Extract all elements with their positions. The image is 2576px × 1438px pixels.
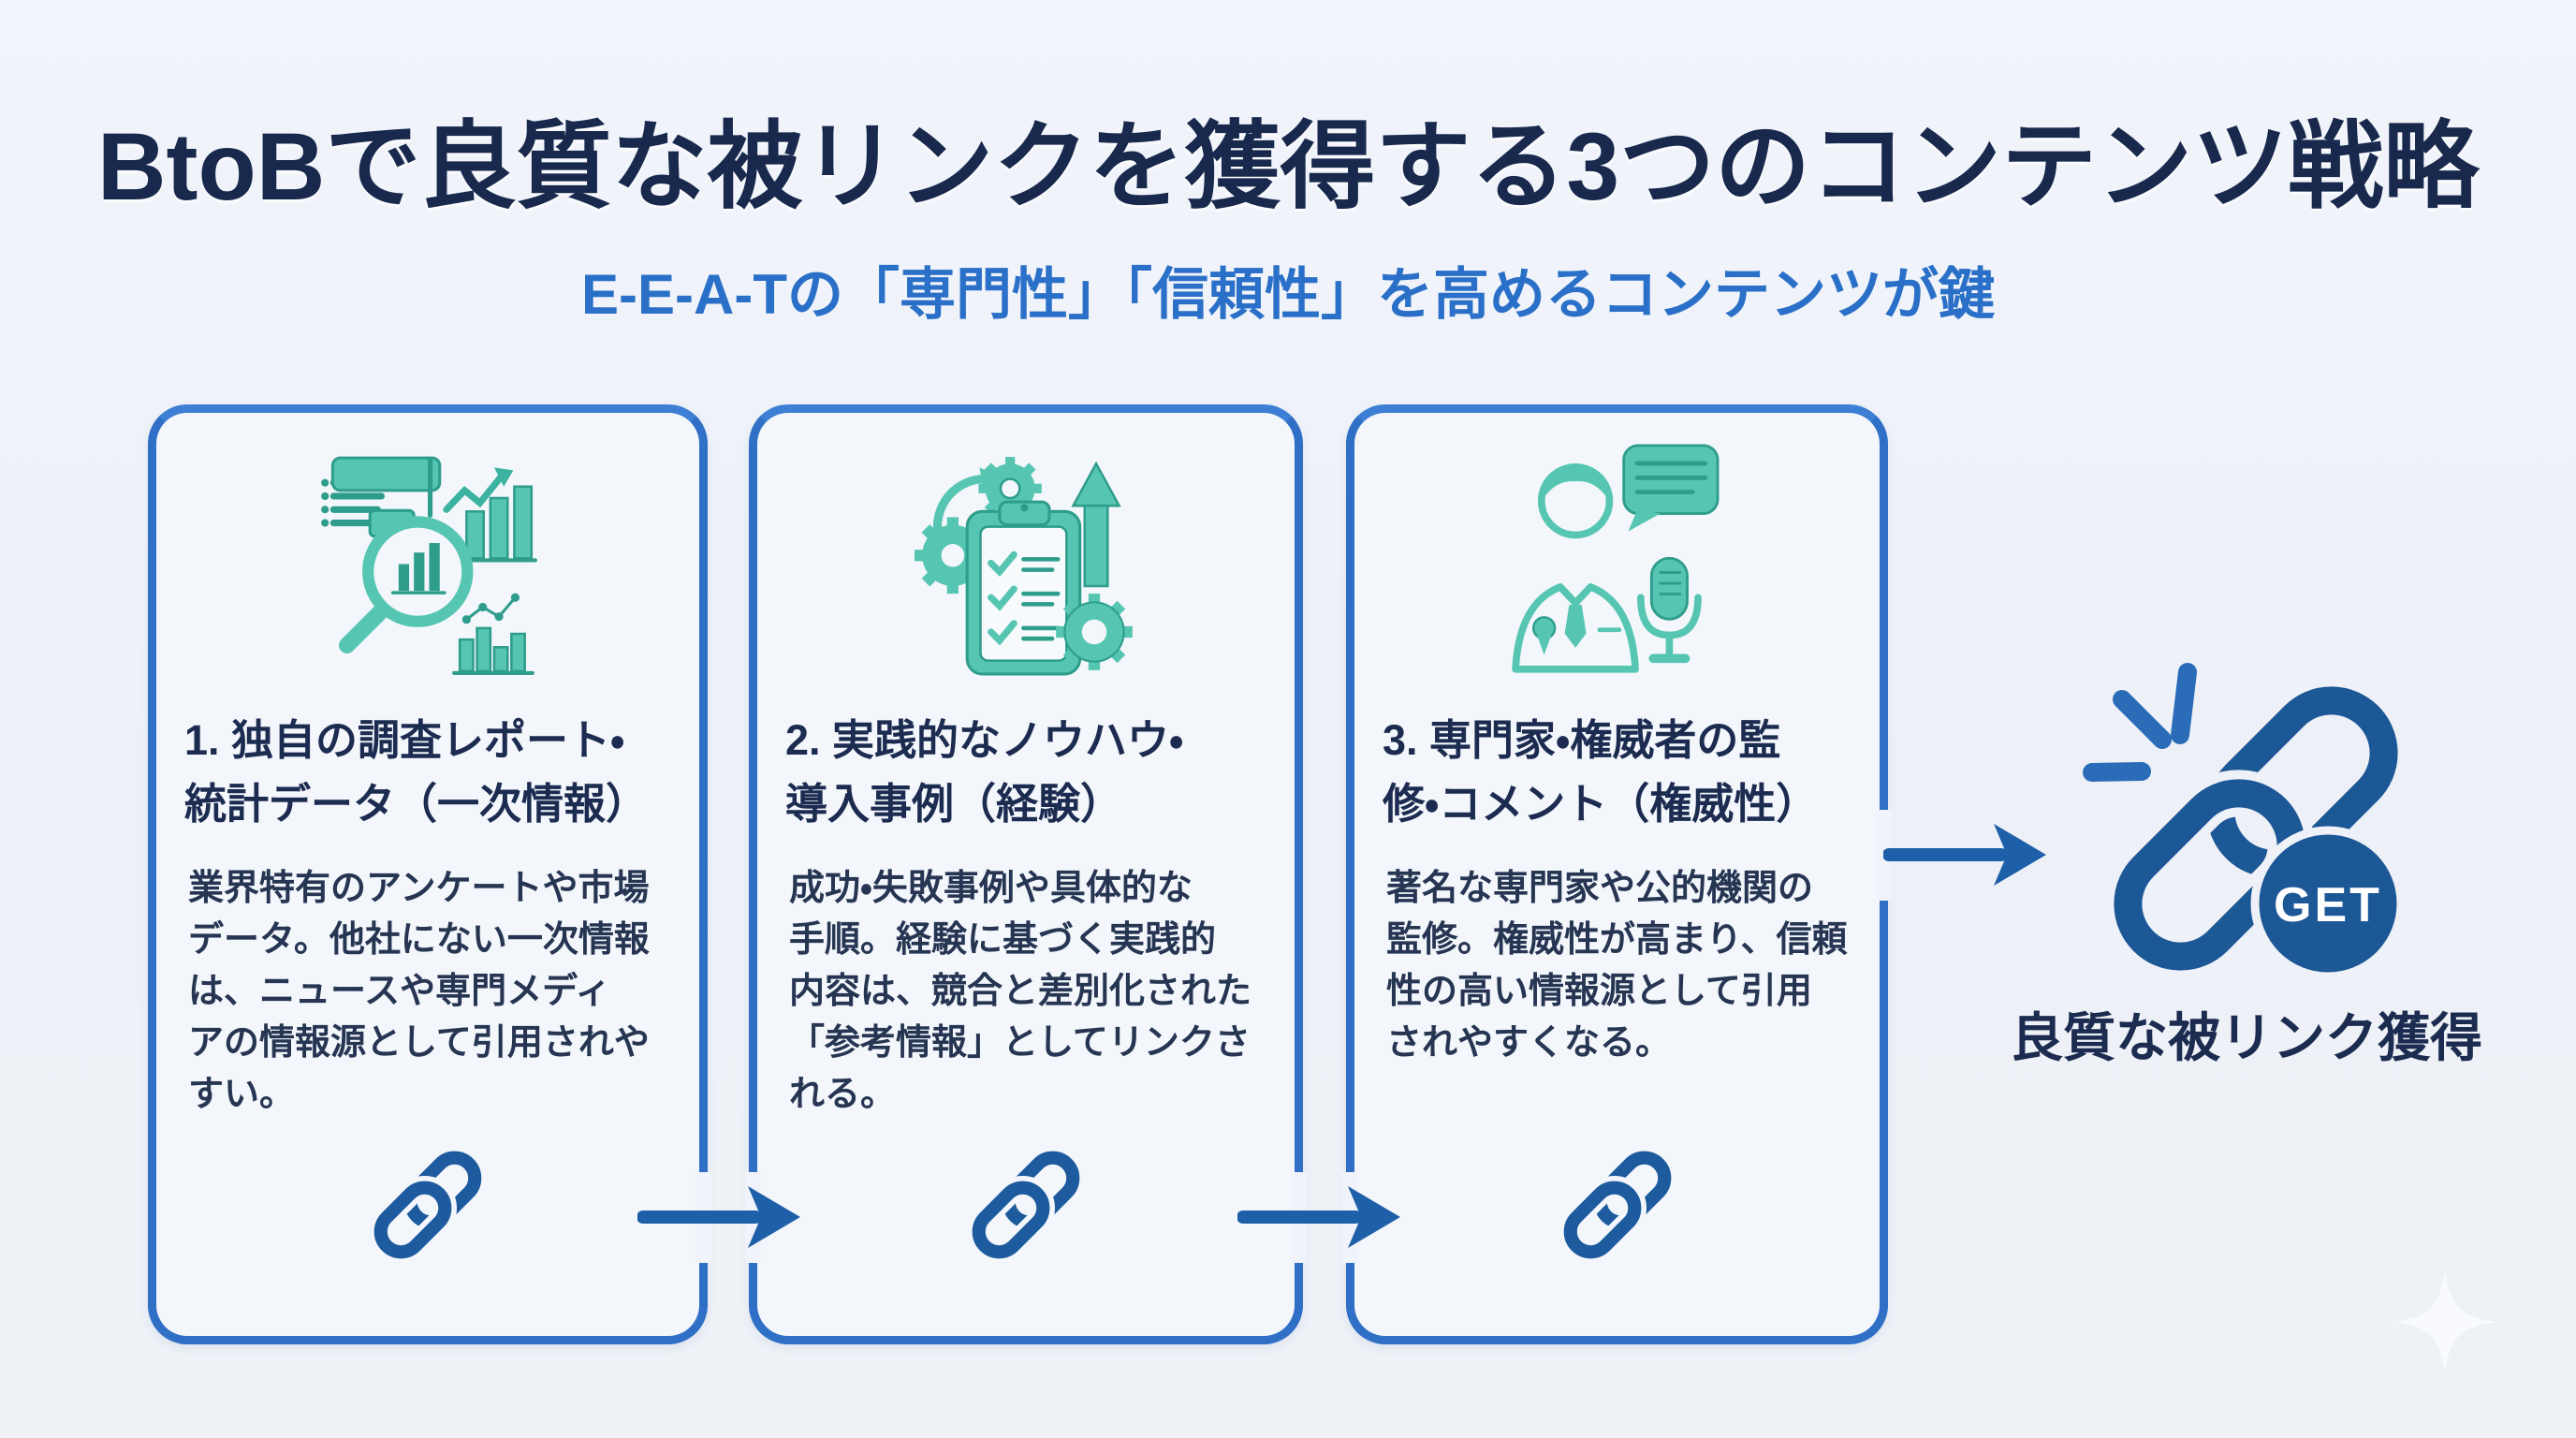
chain-link-icon [1558, 1151, 1671, 1264]
arrow-right-icon [637, 1186, 800, 1248]
result-label: 良質な被リンク獲得 [2011, 1008, 2482, 1067]
strategy-card-1: 1. 独自の調査レポート・ 統計データ（一次情報） 業界特有のアンケートや市場 … [148, 404, 708, 1344]
card-1-heading: 1. 独自の調査レポート・ 統計データ（一次情報） [184, 716, 649, 828]
strategy-card-3: 3. 専門家・権威者の監 修・コメント（権威性） 著名な専門家や公的機関の 監修… [1346, 404, 1888, 1344]
card-1-body: 業界特有のアンケートや市場 データ。他社にない一次情報 は、ニュースや専門メディ… [188, 869, 650, 1115]
research-data-chart-icon [320, 456, 537, 675]
card-2-body: 成功・失敗事例や具体的な 手順。経験に基づく実践的 内容は、競合と差別化された … [789, 869, 1252, 1115]
get-badge-label: GET [2274, 878, 2382, 932]
card-2-heading: 2. 実践的なノウハウ・ 導入事例（経験） [785, 716, 1184, 828]
strategy-card-2: 2. 実践的なノウハウ・ 導入事例（経験） 成功・失敗事例や具体的な 手順。経験… [749, 404, 1303, 1344]
process-checklist-growth-icon [914, 457, 1133, 676]
card-1-icon-box [314, 447, 543, 682]
sparkle-star-icon [2394, 1271, 2496, 1372]
expert-speech-mic-icon [1511, 444, 1719, 673]
arrow-right-icon [1883, 824, 2046, 886]
card-3-heading: 3. 専門家・権威者の監 修・コメント（権威性） [1383, 716, 1819, 828]
chain-link-icon [967, 1151, 1080, 1264]
card-3-icon-box [1509, 444, 1726, 682]
chain-link-get-icon: GET [2083, 663, 2406, 981]
chain-link-icon [369, 1151, 482, 1264]
page-subtitle: E-E-A-Tの「専門性」「信頼性」を高めるコンテンツが鍵 [581, 263, 1995, 326]
page-title: BtoBで良質な被リンクを獲得する3つのコンテンツ戦略 [96, 113, 2480, 220]
arrow-right-icon [1237, 1186, 1400, 1248]
card-3-body: 著名な専門家や公的機関の 監修。権威性が高まり、信頼 性の高い情報源として引用 … [1386, 869, 1848, 1064]
card-2-icon-box [912, 447, 1141, 682]
